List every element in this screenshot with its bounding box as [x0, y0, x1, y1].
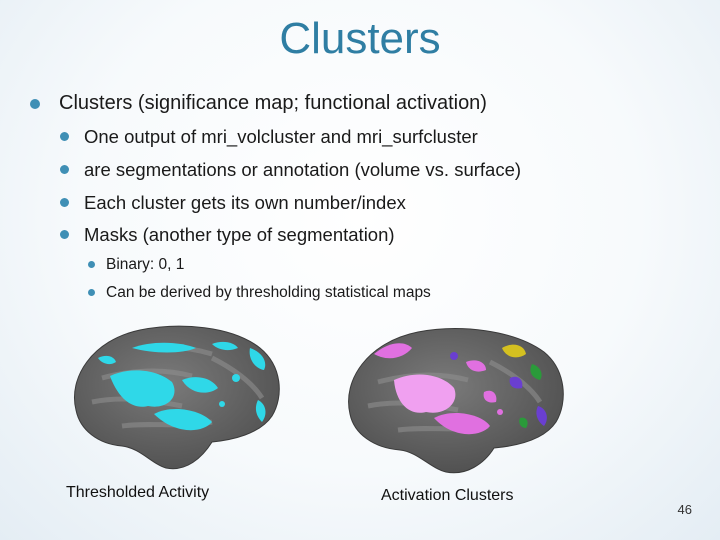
bullet-dot	[60, 132, 69, 141]
bullet-dot	[60, 230, 69, 239]
bullet-dot	[88, 261, 95, 268]
bullet-text: Clusters (significance map; functional a…	[59, 92, 487, 114]
bullet-level2: Masks (another type of segmentation)	[60, 224, 395, 246]
bullet-level3: Can be derived by thresholding statistic…	[88, 284, 431, 302]
bullet-text: Can be derived by thresholding statistic…	[106, 284, 431, 301]
bullet-dot	[88, 289, 95, 296]
bullet-level3: Binary: 0, 1	[88, 256, 184, 274]
slide-title: Clusters	[279, 14, 441, 63]
page-number: 46	[677, 502, 692, 517]
activation-clusters-brain-image	[348, 328, 564, 474]
bullet-level2: are segmentations or annotation (volume …	[60, 159, 521, 181]
bullet-text: Binary: 0, 1	[106, 256, 185, 273]
bullet-level2: Each cluster gets its own number/index	[60, 192, 406, 214]
bullet-level1: Clusters (significance map; functional a…	[30, 92, 487, 115]
bullet-text: Masks (another type of segmentation)	[84, 224, 395, 245]
bullet-text: One output of mri_volcluster and mri_sur…	[84, 126, 478, 147]
thresholded-activity-brain-image	[74, 325, 280, 470]
bullet-text: Each cluster gets its own number/index	[84, 192, 406, 213]
bullet-dot	[60, 165, 69, 174]
bullet-text: are segmentations or annotation (volume …	[84, 159, 522, 180]
bullet-level2: One output of mri_volcluster and mri_sur…	[60, 126, 478, 148]
bullet-dot	[60, 198, 69, 207]
figure-caption-thresholded: Thresholded Activity	[66, 484, 210, 501]
bullet-dot	[30, 99, 40, 109]
figure-caption-clusters: Activation Clusters	[381, 487, 514, 504]
